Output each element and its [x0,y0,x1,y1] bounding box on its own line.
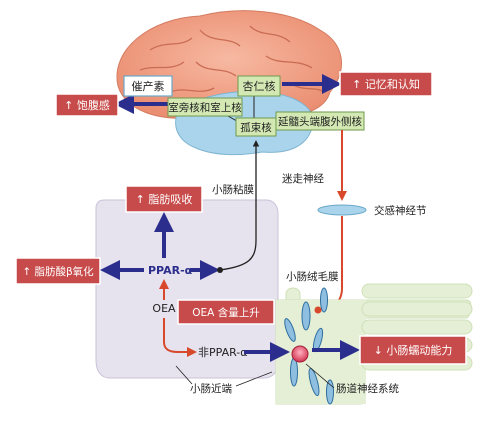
mucosa-label: 小肠粘膜 [212,183,254,196]
enteric-neurons [284,287,334,405]
oea-label: OEA [152,302,176,315]
oxytocin-label: 催产素 [132,79,165,93]
proximal-intestine-region [95,199,279,379]
proximal-pointer-right [235,371,273,387]
memory-node: ↑ 记忆和认知 [339,71,433,97]
memory-label: ↑ 记忆和认知 [352,77,420,91]
oxytocin-node: 催产素 [123,75,173,97]
oea-content-label: OEA 含量上升 [192,306,259,319]
sympathetic-ganglion [317,204,367,216]
medulla-label: 延髓头端腹外侧核 [278,115,362,128]
enteric-cell [291,345,309,363]
ppar-alpha-label: PPAR-α [148,264,193,277]
nts-label: 孤束核 [240,121,272,134]
fat-absorption-node: ↑ 脂肪吸收 [125,185,203,213]
oea-to-non-ppar-arrow [163,318,197,357]
proximal-intestine-label: 小肠近端 [190,382,232,395]
villi-red-dot [314,306,322,314]
proximal-pointer-left [175,365,193,385]
vagus-nerve-path [219,140,260,271]
enteric-ns-label: 肠道神经系统 [336,382,399,395]
beta-oxidation-node: ↑ 脂肪酸β氧化 [15,257,101,285]
vagus-label: 迷走神经 [282,172,324,185]
motility-node: ↓ 小肠蠕动能力 [359,335,467,365]
amygdala-node: 杏仁核 [237,75,281,97]
medulla-node: 延髓头端腹外侧核 [275,111,365,131]
motility-label: ↓ 小肠蠕动能力 [374,343,453,357]
satiety-label: ↑ 饱腹感 [64,98,110,112]
ganglion-label: 交感神经节 [374,204,427,217]
pvn-node: 室旁核和室上核 [167,97,243,117]
beta-oxidation-label: ↑ 脂肪酸β氧化 [22,265,94,278]
enteric-ns-pointer [305,363,335,389]
pvn-label: 室旁核和室上核 [168,101,242,114]
non-ppar-alpha-label: 非PPAR-α [198,346,248,359]
fat-absorption-label: ↑ 脂肪吸收 [136,192,193,206]
oea-content-node: OEA 含量上升 [177,299,275,325]
amygdala-label: 杏仁核 [243,79,276,93]
nts-node: 孤束核 [235,117,277,137]
satiety-node: ↑ 饱腹感 [55,93,119,117]
villus-membrane-label: 小肠绒毛膜 [286,270,339,283]
